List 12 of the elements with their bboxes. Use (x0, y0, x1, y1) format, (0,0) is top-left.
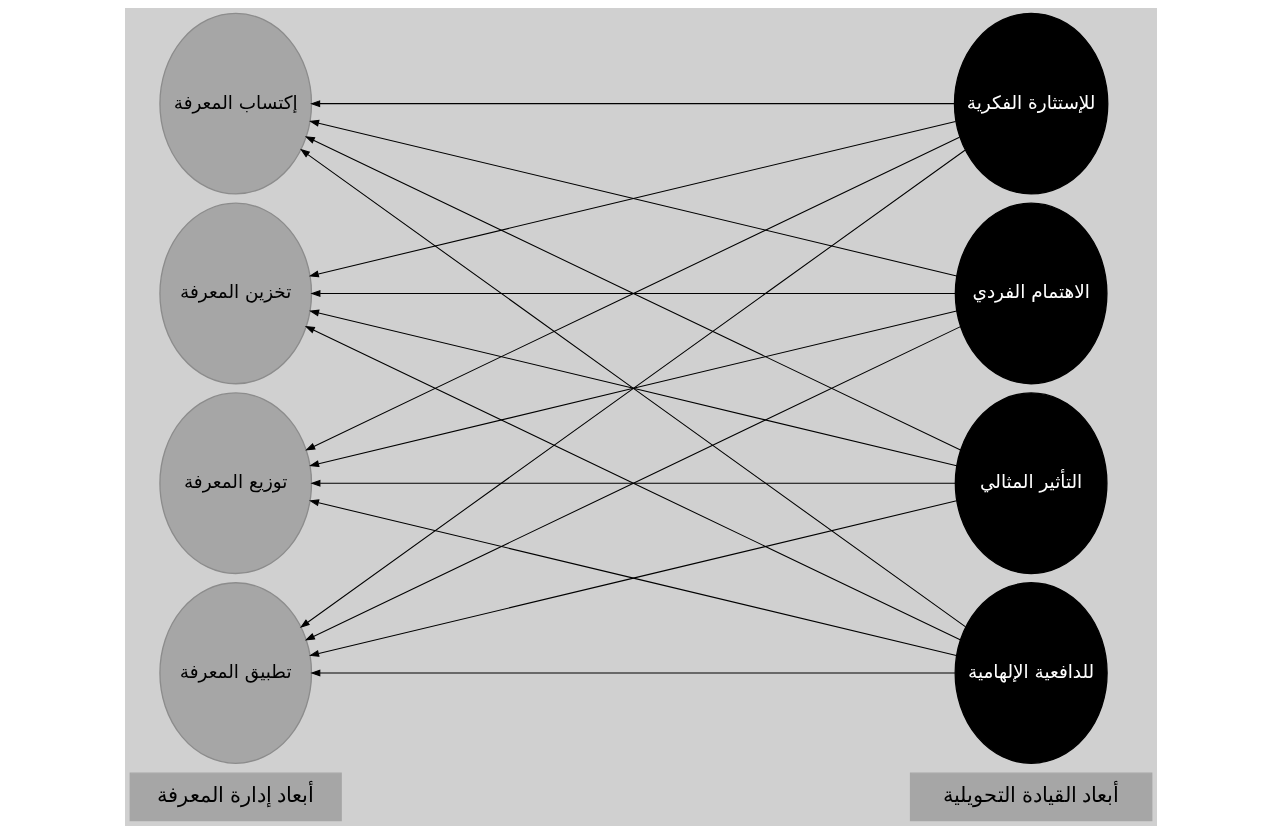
node-ellipse: للدافعية الإلهامية (954, 582, 1108, 764)
node-ellipse: التأثير المثالي (954, 392, 1108, 575)
arrow (309, 479, 956, 487)
node-ellipse: توزيع المعرفة (158, 392, 312, 575)
node-ellipse: للإستثارة الفكرية (953, 12, 1108, 195)
node-ellipse: تخزين المعرفة (158, 202, 312, 385)
arrow (309, 100, 955, 108)
node-box: أبعاد القيادة التحويلية (909, 772, 1152, 822)
node-ellipse: الاهتمام الفردي (954, 202, 1108, 385)
arrow (309, 289, 956, 297)
node-box: أبعاد إدارة المعرفة (129, 772, 342, 822)
arrow (309, 669, 955, 677)
